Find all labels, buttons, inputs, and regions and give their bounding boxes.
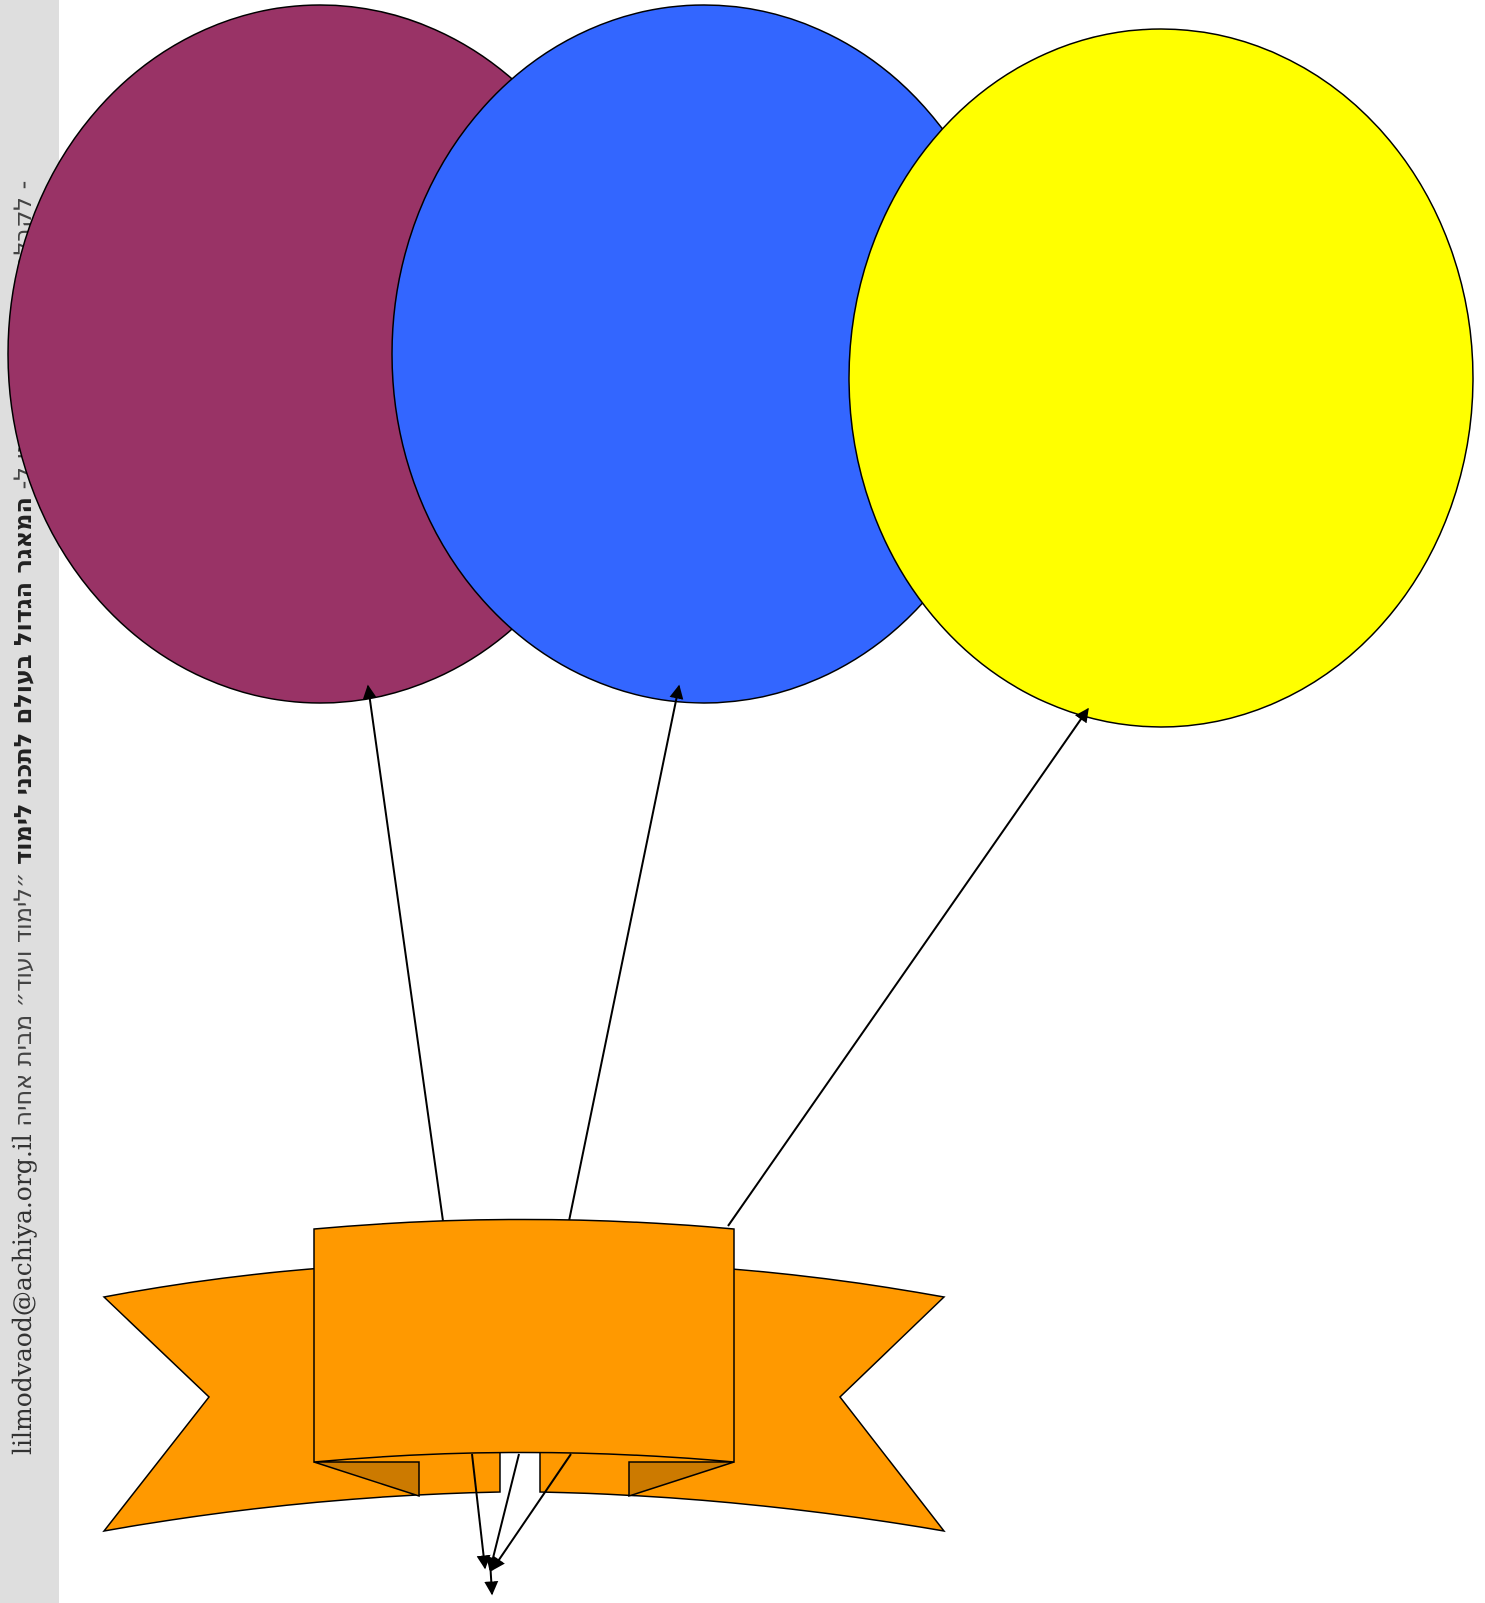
purple-balloon-string — [368, 686, 443, 1221]
yellow-balloon-string — [728, 709, 1088, 1226]
blue-balloon-string — [569, 686, 679, 1221]
yellow-balloon — [849, 29, 1473, 727]
ribbon-center-panel — [314, 1220, 734, 1463]
ribbon-banner — [104, 1220, 944, 1532]
